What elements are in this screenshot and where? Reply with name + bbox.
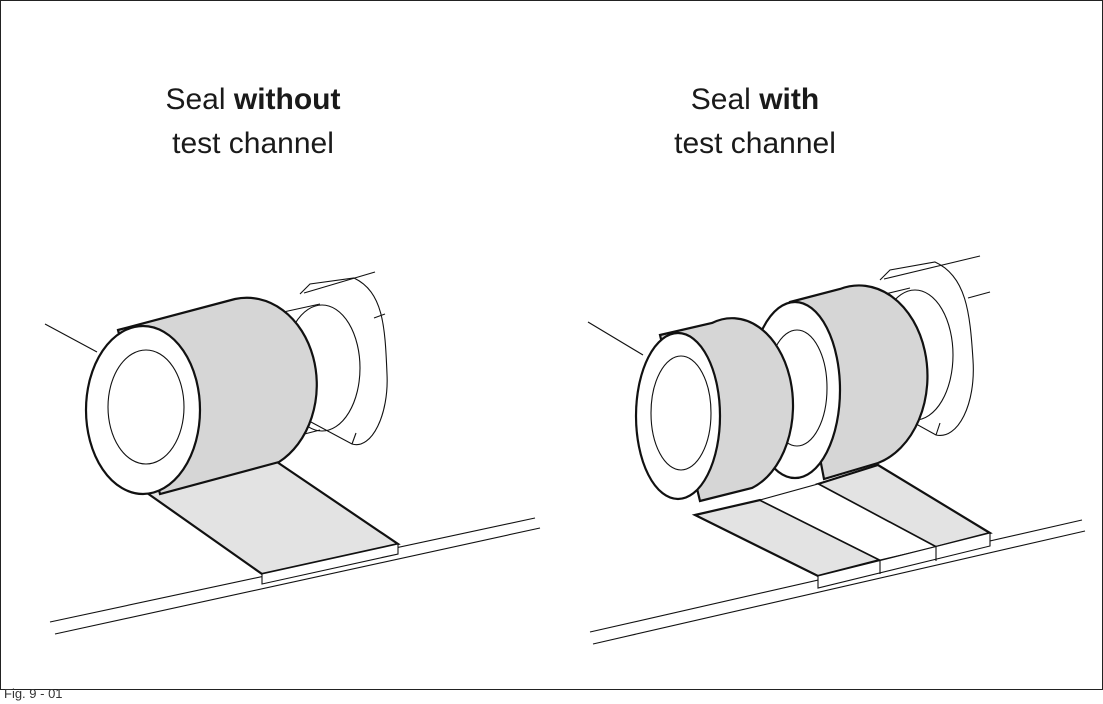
left-title-line2: test channel — [172, 127, 334, 160]
figure-caption: Fig. 9 - 01 — [4, 686, 63, 701]
seal-without-channel-drawing — [44, 271, 541, 635]
left-title-emphasis: without — [233, 83, 341, 116]
surface-edge-line — [54, 527, 541, 635]
seal-with-channel-drawing — [587, 255, 1086, 645]
left-title: Seal without test channel — [53, 78, 453, 166]
front-seal-ring-core — [650, 355, 712, 471]
hex-sleeve — [879, 255, 991, 436]
seal-roll-core — [107, 349, 185, 465]
hex-sleeve — [295, 271, 388, 446]
leader-line — [587, 321, 644, 356]
left-title-prefix: Seal — [165, 83, 234, 116]
right-title-prefix: Seal — [690, 83, 760, 116]
seal-tape-strip-edge — [261, 543, 399, 585]
surface-edge-line — [592, 530, 1086, 645]
right-title: Seal with test channel — [555, 78, 955, 166]
right-title-line2: test channel — [674, 127, 836, 160]
seal-tape-strip-edge — [817, 532, 991, 589]
leader-line — [44, 323, 98, 353]
right-title-emphasis: with — [759, 83, 820, 116]
